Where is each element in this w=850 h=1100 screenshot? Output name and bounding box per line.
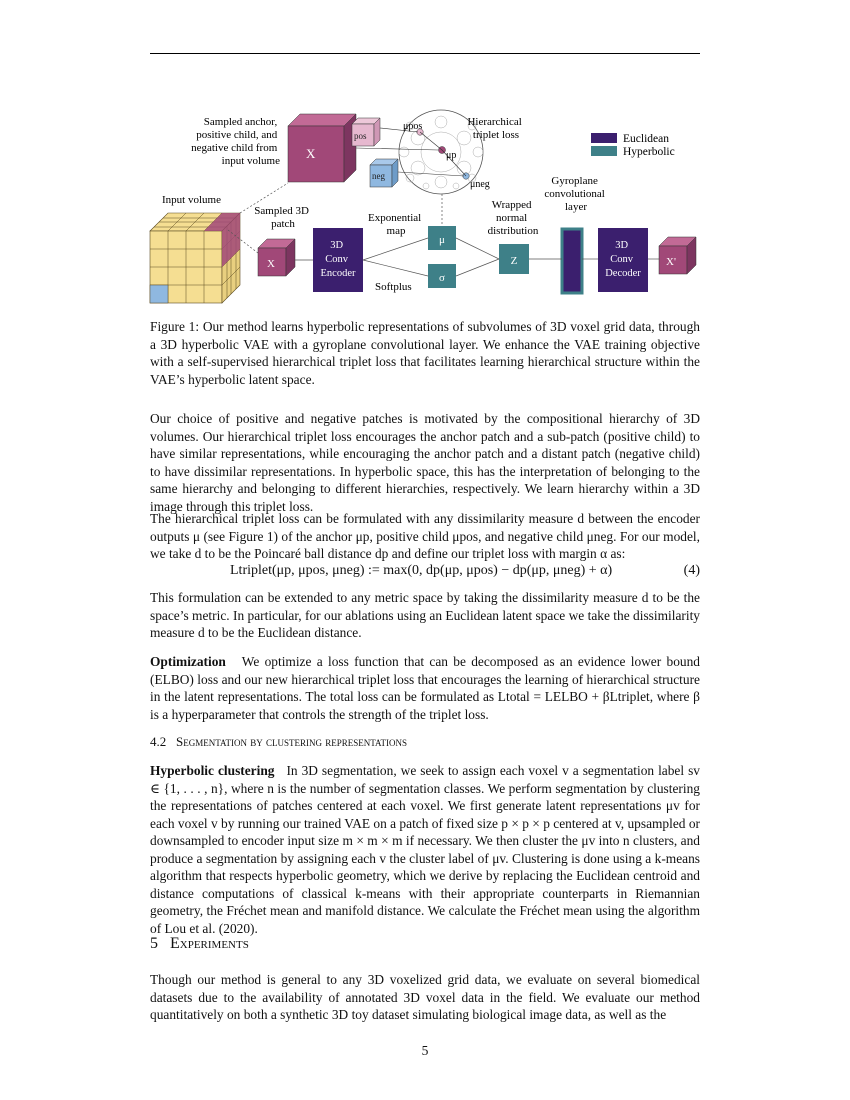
mu-block: μ	[428, 226, 456, 250]
optimization-heading: Optimization	[150, 654, 226, 669]
svg-text:X: X	[267, 258, 275, 270]
page-number: 5	[421, 1043, 429, 1058]
neg-cube: neg	[369, 158, 399, 188]
connections	[295, 194, 659, 277]
caption-text: Figure 1: Our method learns hyperbolic r…	[150, 319, 700, 387]
decoder-block: 3D Conv Decoder	[598, 228, 648, 292]
legend: Euclidean Hyperbolic	[591, 133, 675, 158]
paragraph-3: This formulation can be extended to any …	[150, 590, 700, 640]
sigma-block: σ	[428, 264, 456, 288]
dashed-connector	[239, 182, 289, 214]
mu-pos-label: μpos	[403, 121, 422, 132]
svg-text:3D Conv Encoder: 3D Conv Encoder	[321, 240, 356, 279]
pos-label: pos	[354, 131, 367, 141]
legend-euclidean-swatch	[591, 133, 617, 143]
legend-hyperbolic-swatch	[591, 146, 617, 156]
section-title: Experiments	[170, 935, 249, 952]
optimization-paragraph: Optimization We optimize a loss function…	[150, 653, 700, 723]
mu-p-label: μp	[446, 150, 456, 161]
encoder-block: 3D Conv Encoder	[313, 228, 363, 292]
sampled-x-cube: X	[257, 238, 296, 277]
gyroplane-label: Gyroplane convolutional layer	[544, 175, 607, 213]
paragraph-1: Our choice of positive and negative patc…	[150, 411, 700, 514]
subsection-heading: 4.2 Segmentation by clustering represent…	[150, 734, 407, 750]
anchor-x-label: X	[306, 146, 316, 161]
svg-text:Z: Z	[511, 255, 518, 267]
mu-neg-label: μneg	[470, 179, 490, 190]
output-x-prime-cube: X'	[658, 236, 697, 275]
input-volume-cube	[149, 212, 241, 304]
svg-text:X': X'	[666, 256, 676, 268]
svg-text:μ: μ	[439, 234, 445, 246]
pos-cube: pos	[351, 117, 381, 147]
section-number: 5	[150, 935, 158, 952]
hierarchical-triplet-label: Hierarchical triplet loss	[467, 116, 524, 141]
gyroplane-layer-block	[560, 227, 584, 295]
sampled-anchor-label: Sampled anchor, positive child, and nega…	[191, 116, 280, 167]
optimization-body: We optimize a loss function that can be …	[150, 654, 700, 722]
hyperbolic-clustering-paragraph: Hyperbolic clustering In 3D segmentation…	[150, 762, 700, 937]
figure-1-diagram: X pos neg	[149, 109, 697, 304]
paragraph-2: The hierarchical triplet loss can be for…	[150, 511, 700, 561]
equation-number: (4)	[683, 563, 700, 578]
equation-body: Ltriplet(μp, μpos, μneg) := max(0, dp(μp…	[230, 563, 613, 578]
sampled-3d-patch-label: Sampled 3D patch	[254, 205, 311, 230]
legend-euclidean-label: Euclidean	[623, 133, 669, 145]
hyperbolic-clustering-heading: Hyperbolic clustering	[150, 763, 275, 778]
exponential-map-label: Exponential map	[368, 212, 424, 237]
input-volume-label: Input volume	[162, 194, 221, 206]
svg-text:3D Conv Decoder: 3D Conv Decoder	[605, 240, 641, 279]
section-heading: 5 Experiments	[150, 935, 249, 953]
figure-caption: Figure 1: Our method learns hyperbolic r…	[150, 318, 700, 388]
figure-text-labels: Sampled anchor, positive child, and nega…	[162, 116, 607, 293]
neg-label: neg	[372, 171, 385, 181]
subsection-title: Segmentation by clustering representatio…	[176, 734, 408, 749]
softplus-label: Softplus	[375, 281, 412, 293]
equation-4: Ltriplet(μp, μpos, μneg) := max(0, dp(μp…	[150, 563, 700, 585]
paragraph-4: Though our method is general to any 3D v…	[150, 972, 700, 1022]
header-rule	[150, 53, 700, 54]
hyperbolic-clustering-body: In 3D segmentation, we seek to assign ea…	[150, 763, 700, 936]
subsection-number: 4.2	[150, 734, 167, 749]
wrapped-normal-label: Wrapped normal distribution	[488, 199, 539, 237]
anchor-x-cube: X	[287, 113, 357, 183]
poincare-disk	[355, 109, 484, 195]
z-block: Z	[499, 244, 529, 274]
svg-text:σ: σ	[439, 272, 445, 284]
legend-hyperbolic-label: Hyperbolic	[623, 146, 675, 158]
